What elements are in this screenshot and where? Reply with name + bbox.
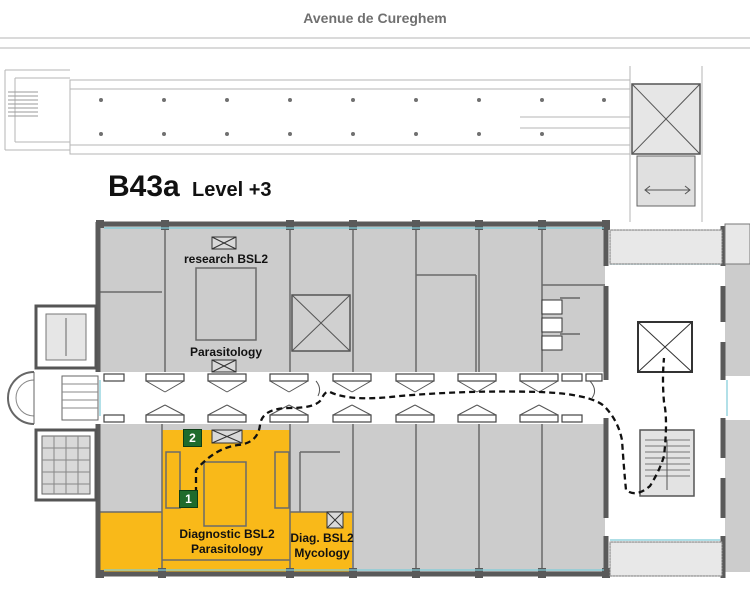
column-dots <box>99 98 606 136</box>
left-annex <box>7 304 99 502</box>
stair-tower <box>631 83 701 207</box>
room-label-parasitology: Parasitology <box>189 345 263 359</box>
street-name: Avenue de Cureghem <box>303 10 447 26</box>
interior-partitions <box>100 226 605 572</box>
link-corridor <box>609 223 750 577</box>
elevator-right <box>637 321 693 373</box>
room-label-research-bsl2: research BSL2 <box>183 252 269 266</box>
marker-2: 2 <box>183 429 202 447</box>
corridor-windows <box>103 373 603 423</box>
wall-pillars <box>96 220 610 578</box>
ventilation-boxes <box>211 236 344 529</box>
marker-1: 1 <box>179 490 198 508</box>
elevator-shaft <box>291 294 351 352</box>
street-side-steps <box>8 91 38 117</box>
level-label: Level +3 <box>192 179 272 201</box>
route-path <box>194 357 668 495</box>
street-building-outline <box>0 37 750 222</box>
door-swings <box>145 380 596 416</box>
room-label-diag-bsl2-mycology: Diag. BSL2 Mycology <box>290 531 354 560</box>
room-label-diagnostic-bsl2-parasitology: Diagnostic BSL2 Parasitology <box>179 527 275 556</box>
building-code: B43a <box>108 170 180 203</box>
toilets <box>541 297 580 351</box>
outer-walls <box>95 221 726 578</box>
